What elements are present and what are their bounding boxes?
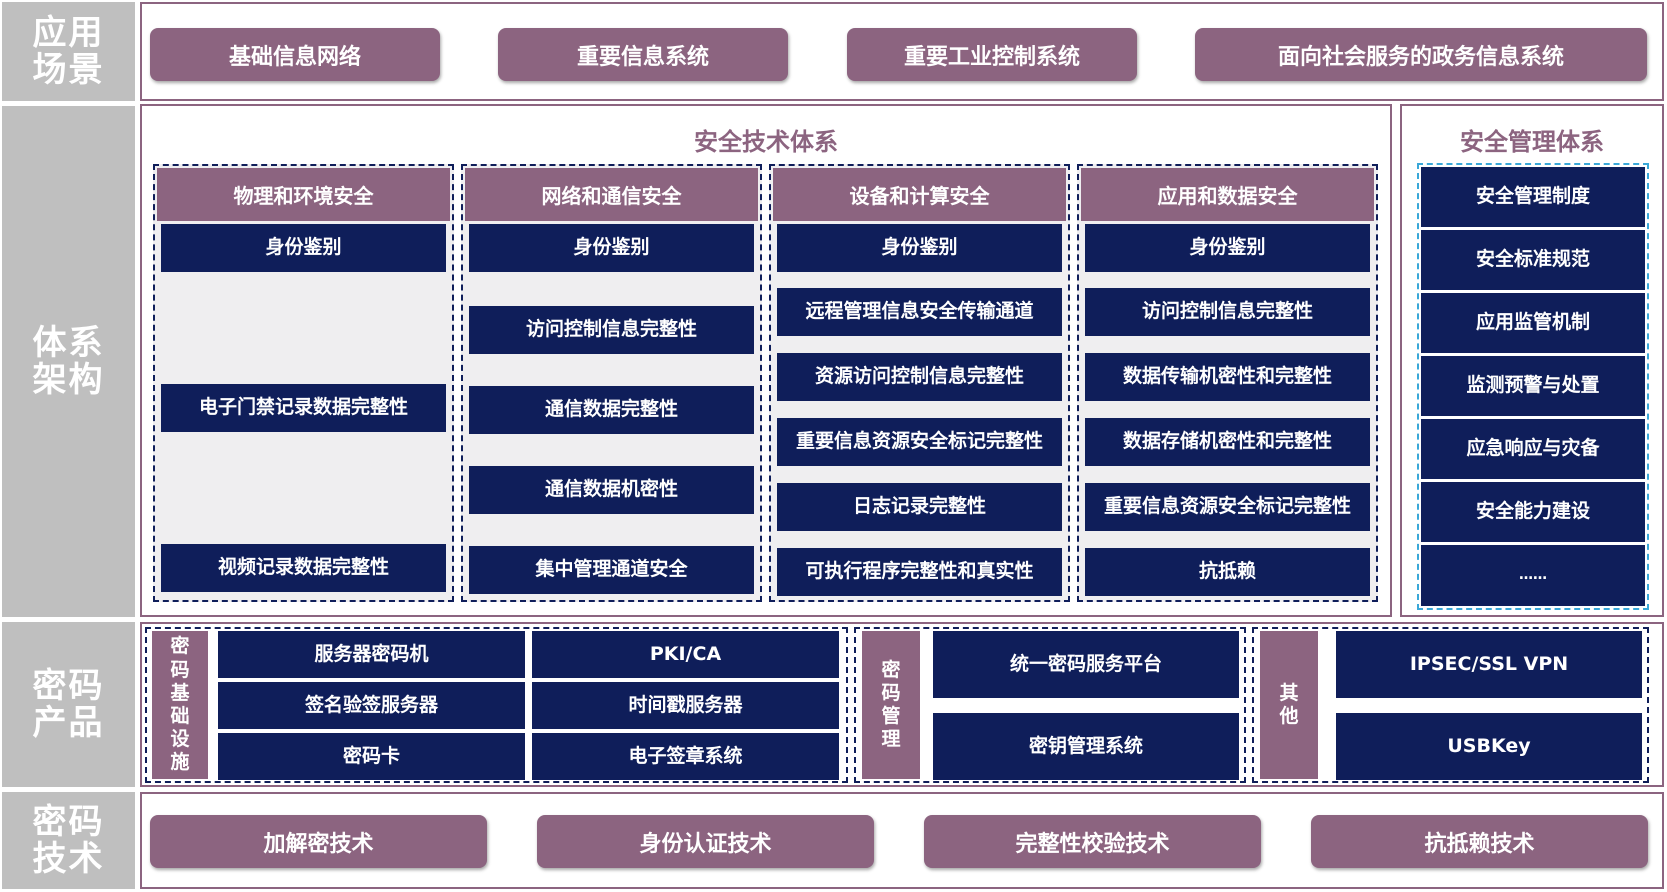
tech-item: 电子门禁记录数据完整性 (161, 384, 446, 432)
tech-item: 通信数据机密性 (469, 466, 754, 514)
tech-item: 访问控制信息完整性 (469, 306, 754, 354)
row-label-products: 密码 产品 (2, 622, 135, 787)
tech-item: 数据存储机密性和完整性 (1085, 418, 1370, 466)
tech-item: 集中管理通道安全 (469, 546, 754, 594)
crypto-product-item: 电子签章系统 (532, 733, 839, 780)
tech-column-header-device: 设备和计算安全 (773, 168, 1066, 221)
tech-item: 资源访问控制信息完整性 (777, 353, 1062, 401)
tech-column-header-application: 应用和数据安全 (1081, 168, 1374, 221)
crypto-mgmt-group (854, 627, 1246, 783)
tech-item: 身份鉴别 (777, 224, 1062, 272)
tech-item: 视频记录数据完整性 (161, 544, 446, 592)
tech-system-title: 安全技术体系 (694, 128, 838, 156)
tech-column-header-network: 网络和通信安全 (465, 168, 758, 221)
technique-integrity: 完整性校验技术 (924, 815, 1261, 868)
mgmt-system-list (1417, 163, 1649, 610)
technique-encryption: 加解密技术 (150, 815, 487, 868)
tech-item: 身份鉴别 (469, 224, 754, 272)
scenario-industrial-control: 重要工业控制系统 (847, 28, 1137, 81)
tech-item: 重要信息资源安全标记完整性 (777, 418, 1062, 466)
tech-item: 抗抵赖 (1085, 548, 1370, 596)
crypto-other-label: 其 他 (1260, 631, 1318, 779)
scenario-government-service: 面向社会服务的政务信息系统 (1195, 28, 1647, 81)
tech-item: 重要信息资源安全标记完整性 (1085, 483, 1370, 531)
tech-item: 身份鉴别 (1085, 224, 1370, 272)
mgmt-system-title: 安全管理体系 (1460, 128, 1604, 156)
crypto-product-item: 时间戳服务器 (532, 682, 839, 729)
mgmt-item: 应用监管机制 (1421, 293, 1645, 353)
crypto-product-item: USBKey (1336, 713, 1642, 780)
mgmt-item: 应急响应与灾备 (1421, 419, 1645, 479)
tech-item: 通信数据完整性 (469, 386, 754, 434)
mgmt-item: 安全能力建设 (1421, 482, 1645, 542)
tech-item: 身份鉴别 (161, 224, 446, 272)
tech-item: 远程管理信息安全传输通道 (777, 288, 1062, 336)
row-label-architecture: 体系 架构 (2, 106, 135, 617)
mgmt-item-ellipsis: …… (1421, 545, 1645, 606)
tech-column-header-physical: 物理和环境安全 (157, 168, 450, 221)
row-label-techniques: 密码 技术 (2, 792, 135, 889)
crypto-other-group (1252, 627, 1649, 783)
scenario-important-info-system: 重要信息系统 (498, 28, 788, 81)
crypto-product-item: 签名验签服务器 (218, 682, 525, 729)
crypto-product-item: 统一密码服务平台 (933, 631, 1239, 698)
mgmt-item: 安全管理制度 (1421, 167, 1645, 227)
tech-item: 数据传输机密性和完整性 (1085, 353, 1370, 401)
crypto-product-item: 密钥管理系统 (933, 713, 1239, 780)
mgmt-item: 监测预警与处置 (1421, 356, 1645, 416)
crypto-product-item: 服务器密码机 (218, 631, 525, 678)
technique-authentication: 身份认证技术 (537, 815, 874, 868)
tech-item: 日志记录完整性 (777, 483, 1062, 531)
scenario-basic-network: 基础信息网络 (150, 28, 440, 81)
crypto-product-item: PKI/CA (532, 631, 839, 678)
tech-item: 可执行程序完整性和真实性 (777, 548, 1062, 596)
row-label-application: 应用 场景 (2, 2, 135, 101)
tech-item: 访问控制信息完整性 (1085, 288, 1370, 336)
crypto-mgmt-label: 密 码 管 理 (862, 631, 920, 779)
mgmt-item: 安全标准规范 (1421, 230, 1645, 290)
crypto-product-item: 密码卡 (218, 733, 525, 780)
crypto-infra-label: 密 码 基 础 设 施 (152, 631, 208, 779)
crypto-product-item: IPSEC/SSL VPN (1336, 631, 1642, 698)
technique-non-repudiation: 抗抵赖技术 (1311, 815, 1648, 868)
crypto-infra-group (145, 627, 848, 783)
